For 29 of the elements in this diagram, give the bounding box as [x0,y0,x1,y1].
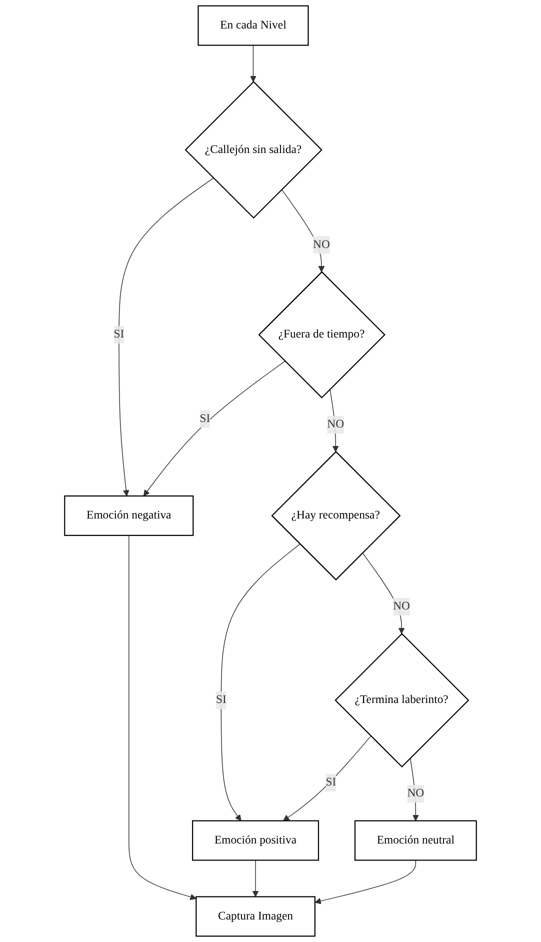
edge-label: SI [114,328,124,341]
node-box: Emoción positiva [192,820,320,861]
arrow [281,189,325,272]
node-box: Emoción neutral [354,820,477,861]
node-diamond: ¿Fuera de tiempo? [258,271,386,398]
edge-label: SI [326,776,336,789]
edge-label: NO [313,238,330,251]
edge-label: NO [393,600,410,613]
arrow [283,736,372,822]
edge-label: SI [216,694,226,706]
node-diamond: ¿Callejón sin salida? [184,81,322,219]
arrow [118,178,214,496]
node-box: Captura Imagen [196,896,316,937]
node-diamond: ¿Hay recompensa? [271,450,401,580]
edge-label: NO [407,787,424,800]
arrow [143,360,286,496]
arrow [330,388,339,452]
arrow [252,860,259,898]
node-box: En cada Nivel [198,5,309,46]
arrow [220,544,300,822]
arrow [314,860,416,904]
arrow [128,535,196,900]
node-box: Emoción negativa [64,495,194,536]
edge-label: SI [200,412,210,425]
arrow [410,758,419,822]
arrow [362,552,405,634]
edge-label: NO [327,418,344,431]
arrow [250,44,256,82]
node-diamond: ¿Termina laberinto? [334,632,470,768]
